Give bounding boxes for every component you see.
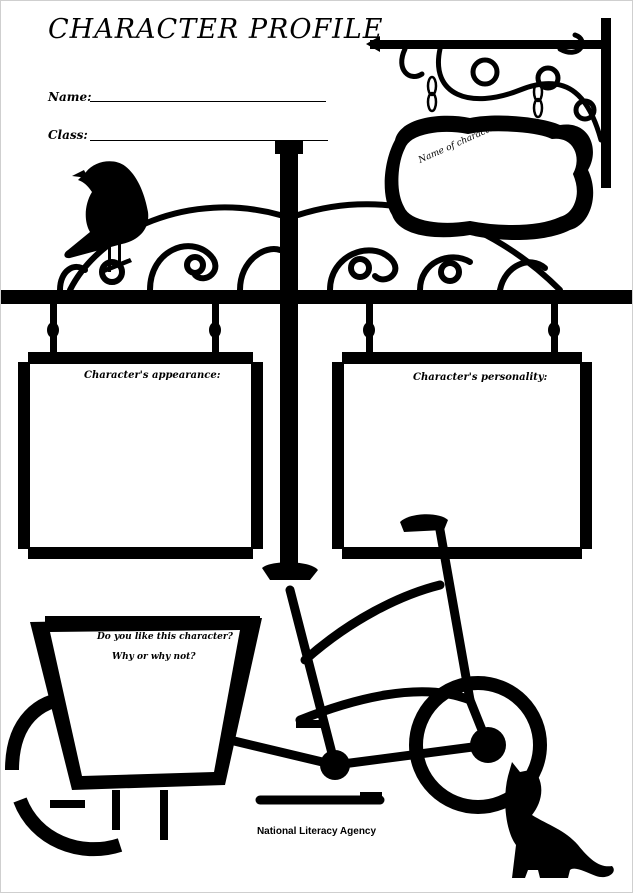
hanging-sign-icon [366, 18, 611, 240]
crow-icon [64, 161, 149, 274]
appearance-label: Character's appearance: [84, 370, 221, 381]
street-post [0, 140, 633, 570]
scroll-ironwork [57, 201, 563, 293]
basket-question-line2: Why or why not? [112, 652, 196, 662]
appearance-board [18, 304, 263, 559]
character-name-area[interactable] [410, 150, 570, 215]
basket-question-line1: Do you like this character? [97, 632, 233, 642]
class-field[interactable] [90, 140, 328, 141]
class-label: Class: [48, 128, 88, 142]
personality-board [332, 304, 592, 559]
name-field[interactable] [90, 101, 326, 102]
bicycle-icon [5, 514, 547, 857]
basket-answer-area[interactable] [86, 668, 214, 768]
cat-icon [505, 758, 614, 878]
footer-credit: National Literacy Agency [256, 826, 377, 837]
personality-area[interactable] [348, 390, 576, 543]
personality-label: Character's personality: [413, 372, 548, 383]
name-label: Name: [48, 90, 92, 104]
appearance-area[interactable] [34, 388, 246, 543]
page-title: CHARACTER PROFILE [48, 14, 384, 45]
